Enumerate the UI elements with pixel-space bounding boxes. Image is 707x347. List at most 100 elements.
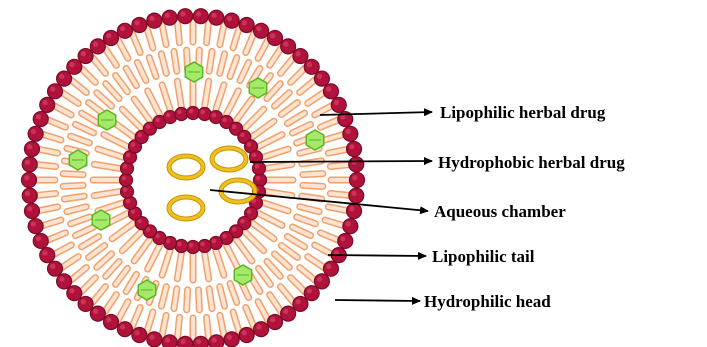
- label-lipophilic-herbal-drug: Lipophilic herbal drug: [440, 103, 606, 122]
- inner-head-shine: [166, 239, 171, 244]
- outer-head: [178, 9, 193, 24]
- inner-leaflet-tail-core: [253, 121, 274, 136]
- outer-head-shine: [180, 11, 185, 16]
- outer-head: [48, 261, 63, 276]
- outer-leaflet-tail-core: [36, 194, 56, 196]
- inner-head-shine: [222, 234, 227, 239]
- outer-head: [24, 204, 39, 219]
- outer-head: [347, 204, 362, 219]
- outer-head: [268, 30, 283, 45]
- inner-leaflet-tail-core: [148, 246, 160, 269]
- outer-head: [323, 261, 338, 276]
- outer-leaflet-tail-core: [325, 134, 344, 140]
- outer-head: [40, 97, 55, 112]
- outer-head: [147, 332, 162, 347]
- outer-head: [28, 126, 43, 141]
- inner-head-shine: [200, 110, 205, 115]
- outer-head-shine: [81, 51, 86, 56]
- inner-head: [254, 174, 267, 187]
- outer-leaflet-tail-core: [42, 134, 61, 140]
- outer-head: [239, 18, 254, 33]
- outer-head-shine: [340, 236, 345, 241]
- inner-head: [175, 108, 188, 121]
- outer-head: [40, 248, 55, 263]
- outer-leaflet-tail-core: [207, 23, 209, 43]
- outer-head: [48, 84, 63, 99]
- outer-head-shine: [351, 191, 356, 196]
- inner-head: [120, 174, 133, 187]
- outer-head-shine: [134, 330, 139, 335]
- outer-head: [193, 9, 208, 24]
- outer-head: [90, 39, 105, 54]
- outer-head-shine: [93, 309, 98, 314]
- inner-leaflet-tail-core: [112, 223, 133, 238]
- outer-head-shine: [27, 206, 32, 211]
- outer-head-shine: [69, 288, 74, 293]
- outer-head-shine: [317, 277, 322, 282]
- inner-head-shine: [131, 142, 136, 147]
- outer-head: [224, 13, 239, 28]
- middle-leaflet-tail-core: [303, 174, 323, 175]
- outer-head-shine: [242, 20, 247, 25]
- outer-head-shine: [165, 13, 170, 18]
- outer-head-shine: [59, 277, 64, 282]
- outer-head: [22, 157, 37, 172]
- outer-head-shine: [326, 264, 331, 269]
- inner-head-shine: [255, 164, 260, 169]
- outer-head-shine: [283, 309, 288, 314]
- outer-head-shine: [27, 144, 32, 149]
- outer-head-shine: [36, 236, 41, 241]
- arrow-hydrophilic-head: [335, 300, 420, 301]
- label-hydrophobic-herbal-drug: Hydrophobic herbal drug: [438, 153, 625, 172]
- inner-leaflet-tail-core: [259, 135, 282, 147]
- outer-leaflet-tail-core: [36, 165, 56, 167]
- inner-head-shine: [166, 113, 171, 118]
- outer-head: [67, 286, 82, 301]
- outer-head-shine: [149, 16, 154, 21]
- outer-head: [117, 23, 132, 38]
- inner-leaflet-tail-core: [236, 99, 251, 120]
- outer-head: [33, 233, 48, 248]
- inner-head-shine: [131, 209, 136, 214]
- outer-leaflet-tail-core: [233, 312, 239, 331]
- inner-head-shine: [189, 243, 194, 248]
- outer-head: [350, 173, 365, 188]
- outer-head: [224, 332, 239, 347]
- inner-leaflet-tail-core: [148, 91, 160, 114]
- outer-head-shine: [345, 221, 350, 226]
- inner-leaflet-tail-core: [104, 135, 127, 147]
- outer-head: [132, 327, 147, 342]
- outer-head: [90, 306, 105, 321]
- inner-head-shine: [212, 113, 217, 118]
- inner-head-shine: [232, 124, 237, 129]
- outer-leaflet-tail-core: [147, 29, 153, 48]
- outer-head-shine: [106, 33, 111, 38]
- outer-head: [28, 219, 43, 234]
- outer-head-shine: [59, 74, 64, 79]
- outer-head-shine: [120, 26, 125, 31]
- outer-head-shine: [42, 250, 47, 255]
- outer-leaflet-tail-core: [178, 317, 180, 337]
- inner-leaflet-tail-core: [134, 99, 149, 120]
- outer-head: [104, 315, 119, 330]
- outer-head: [268, 315, 283, 330]
- outer-head-shine: [180, 339, 185, 344]
- outer-head-shine: [296, 299, 301, 304]
- inner-head-shine: [189, 109, 194, 114]
- outer-head: [304, 59, 319, 74]
- outer-head: [314, 274, 329, 289]
- inner-head-shine: [137, 133, 142, 138]
- outer-head-shine: [24, 175, 29, 180]
- inner-head-shine: [240, 133, 245, 138]
- inner-leaflet-tail-core: [227, 91, 239, 114]
- label-lipophilic-tail: Lipophilic tail: [432, 247, 535, 266]
- outer-head: [293, 296, 308, 311]
- outer-head: [281, 39, 296, 54]
- inner-head: [187, 241, 200, 254]
- outer-head: [33, 112, 48, 127]
- outer-head-shine: [36, 114, 41, 119]
- outer-head: [331, 97, 346, 112]
- outer-head-shine: [165, 337, 170, 342]
- inner-head-shine: [222, 118, 227, 123]
